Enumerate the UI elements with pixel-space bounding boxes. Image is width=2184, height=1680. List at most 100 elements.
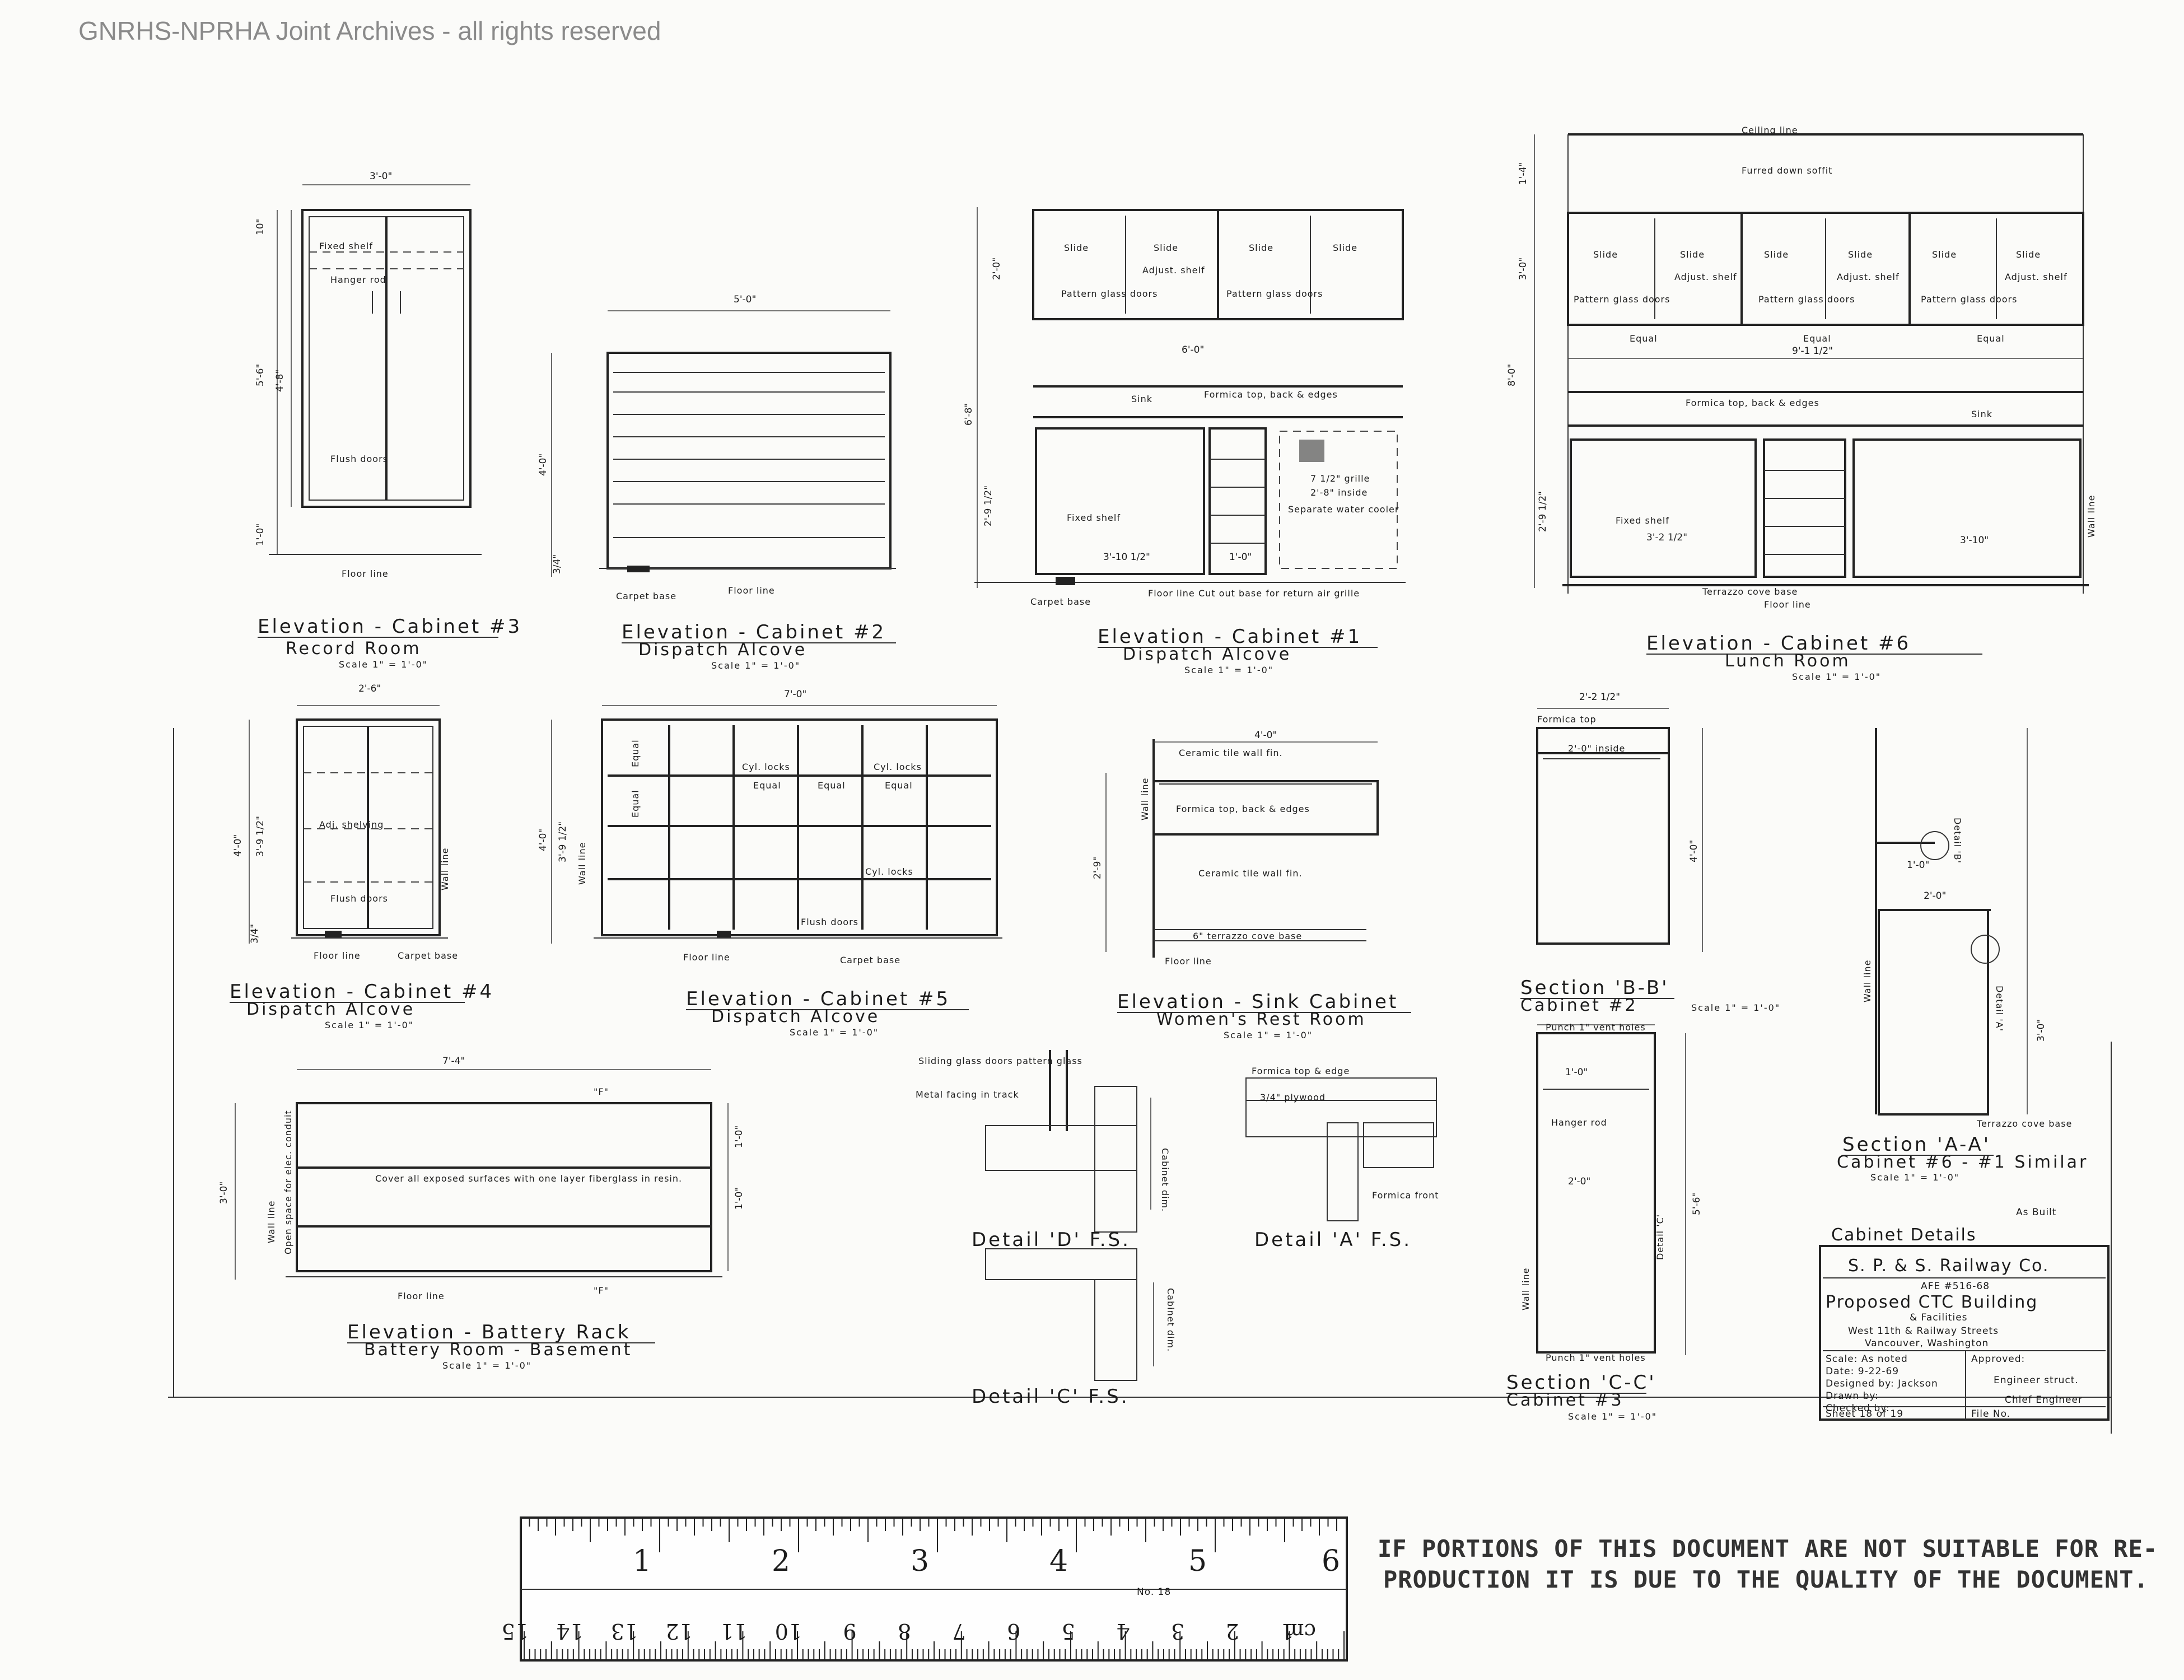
tb-project-2: & Facilities xyxy=(1910,1312,1968,1323)
cm-ticks xyxy=(524,1631,1345,1659)
ruler-inch-2: 2 xyxy=(772,1544,790,1578)
tb-drawn: Drawn by: xyxy=(1826,1390,1879,1402)
cab5-title: Elevation - Cabinet #5 xyxy=(686,988,950,1010)
detD-note-sliding-doors: Sliding glass doors pattern glass xyxy=(918,1056,1082,1066)
cab4-note-carpet-base: Carpet base xyxy=(398,950,458,961)
cab1-dim-overall: 6'-8" xyxy=(963,403,974,426)
cab6-dim-left: 3'-2 1/2" xyxy=(1646,532,1687,543)
cab4-dim-base: 3/4" xyxy=(249,924,260,944)
sink-note-tile-upper: Ceramic tile wall fin. xyxy=(1179,748,1283,758)
section-b-b: 2'-2 1/2" 4'-0" Formica top 2'-0" inside… xyxy=(1520,692,1779,1015)
bat-note-floor-line: Floor line xyxy=(398,1291,445,1301)
elevation-cabinet-3: 3'-0" 10" 5'-6" 4'-8" 1'-0" Fixed shelf … xyxy=(255,171,520,670)
cab6-scale: Scale 1" = 1'-0" xyxy=(1792,671,1881,682)
ruler-cm-label: 3 xyxy=(1171,1619,1184,1644)
cab6-dim-soffit: 1'-4" xyxy=(1518,162,1529,185)
cab1-note-glass-doors-1: Pattern glass doors xyxy=(1061,288,1158,299)
sink-title: Elevation - Sink Cabinet xyxy=(1117,991,1398,1013)
cab1-note-return-air: Cut out base for return air grille xyxy=(1198,588,1360,599)
cab2-note-carpet-base: Carpet base xyxy=(616,591,676,601)
cab1-note-fixed-shelf: Fixed shelf xyxy=(1067,512,1121,523)
tb-sheet-title: Cabinet Details xyxy=(1831,1225,1976,1245)
cab1-dim-drawer: 1'-0" xyxy=(1229,552,1252,563)
title-block: As Built Cabinet Details S. P. & S. Rail… xyxy=(1819,1207,2110,1421)
cab3-dim-base: 1'-0" xyxy=(255,524,266,546)
cab1-note-slide-3: Slide xyxy=(1249,242,1273,253)
sink-dim-width: 4'-0" xyxy=(1254,730,1277,741)
cab6-note-soffit: Furred down soffit xyxy=(1742,165,1832,176)
cab6-dim-base: 2'-9 1/2" xyxy=(1537,491,1548,532)
bat-note-wall-line: Wall line xyxy=(266,1201,277,1243)
cab5-note-cyl-locks-1: Cyl. locks xyxy=(742,762,790,772)
ruler-cm-label: 4 xyxy=(1116,1619,1130,1644)
detail-c: Cabinet dim. Detail 'C' F.S. xyxy=(972,1248,1176,1408)
cab1-dim-width: 6'-0" xyxy=(1182,344,1204,356)
secCC-note-vent-bottom: Punch 1" vent holes xyxy=(1546,1352,1646,1363)
ruler-inch-4: 4 xyxy=(1049,1544,1068,1578)
sink-scale: Scale 1" = 1'-0" xyxy=(1224,1030,1313,1040)
cab4-title: Elevation - Cabinet #4 xyxy=(230,981,494,1003)
cab1-subtitle: Dispatch Alcove xyxy=(1123,645,1291,664)
bat-note-fiberglass: Cover all exposed surfaces with one laye… xyxy=(375,1173,682,1184)
cab3-dim-inner: 4'-8" xyxy=(274,370,286,392)
cab6-dim-right: 3'-10" xyxy=(1960,535,1989,546)
cab1-dim-door: 3'-10 1/2" xyxy=(1103,552,1150,563)
cab2-scale: Scale 1" = 1'-0" xyxy=(711,660,800,671)
cab5-note-equal-5: Equal xyxy=(885,780,913,791)
cab6-note-equal-3: Equal xyxy=(1977,333,2005,344)
cab2-dim-base: 3/4" xyxy=(552,554,563,574)
cab1-note-slide-4: Slide xyxy=(1333,242,1357,253)
archive-watermark: GNRHS-NPRHA Joint Archives - all rights … xyxy=(78,16,661,45)
cab2-note-floor-line: Floor line xyxy=(728,585,775,596)
stamp-line-2: PRODUCTION IT IS DUE TO THE QUALITY OF T… xyxy=(1383,1566,2149,1593)
cab1-note-slide-2: Slide xyxy=(1154,242,1178,253)
cab4-subtitle: Dispatch Alcove xyxy=(246,1000,415,1019)
cab1-title: Elevation - Cabinet #1 xyxy=(1098,626,1362,648)
cab5-note-equal-3: Equal xyxy=(753,780,781,791)
cab1-note-water-cooler: Separate water cooler xyxy=(1288,504,1399,515)
detD-title: Detail 'D' F.S. xyxy=(972,1229,1131,1251)
ruler-cm-label: 2 xyxy=(1226,1619,1239,1644)
bat-dim-width: 7'-4" xyxy=(442,1056,465,1067)
tb-chief-engineer: Chief Engineer xyxy=(2005,1394,2083,1406)
secAA-dim-height: 3'-0" xyxy=(2036,1019,2047,1042)
cab2-subtitle: Dispatch Alcove xyxy=(638,640,807,660)
cab5-note-cyl-locks-2: Cyl. locks xyxy=(874,762,922,772)
cab6-note-slide-1: Slide xyxy=(1593,249,1618,260)
cab5-note-equal-1: Equal xyxy=(630,739,641,767)
cab1-note-inside: 2'-8" inside xyxy=(1310,487,1368,498)
secAA-note-wall-line: Wall line xyxy=(1862,960,1873,1002)
detC-title: Detail 'C' F.S. xyxy=(972,1385,1130,1408)
cab2-dim-height: 4'-0" xyxy=(538,454,549,476)
bat-title: Elevation - Battery Rack xyxy=(347,1321,631,1343)
detail-a: Formica top & edge 3/4" plywood Formica … xyxy=(1245,1066,1439,1251)
cab5-note-carpet-base: Carpet base xyxy=(840,955,900,965)
cab4-note-flush-doors: Flush doors xyxy=(330,893,388,904)
cab5-note-equal-4: Equal xyxy=(818,780,846,791)
reproduction-stamp: IF PORTIONS OF THIS DOCUMENT ARE NOT SUI… xyxy=(1378,1535,2157,1593)
cab1-note-floor-line: Floor line xyxy=(1148,588,1195,599)
detA-note-formica-top: Formica top & edge xyxy=(1252,1066,1350,1076)
cab5-note-flush-doors: Flush doors xyxy=(801,917,858,927)
cab1-note-adjust-shelf: Adjust. shelf xyxy=(1142,265,1205,276)
cab6-note-ceiling: Ceiling line xyxy=(1742,125,1798,136)
cab6-note-floor-line: Floor line xyxy=(1764,599,1811,610)
cab3-dim-width: 3'-0" xyxy=(370,171,392,182)
cab6-note-slide-2: Slide xyxy=(1680,249,1705,260)
secAA-note-detail-a: Detail 'A' xyxy=(1994,986,2005,1032)
secBB-note-inside: 2'-0" inside xyxy=(1568,743,1625,754)
cab5-note-cyl-locks-3: Cyl. locks xyxy=(865,866,913,877)
cab1-note-carpet-base: Carpet base xyxy=(1030,596,1091,607)
tb-engineer-struct: Engineer struct. xyxy=(1994,1375,2079,1386)
sink-note-cove-base: 6" terrazzo cove base xyxy=(1193,931,1302,941)
ruler-cm-label: 15 xyxy=(502,1619,529,1644)
secCC-dim-upper: 1'-0" xyxy=(1565,1067,1588,1078)
cab4-dim-inner: 3'-9 1/2" xyxy=(255,816,266,857)
elevation-cabinet-5: 7'-0" 4'-0" 3'-9 1/2" Equal Equal Equal … xyxy=(538,689,1002,1038)
secBB-title: Section 'B-B' xyxy=(1520,977,1669,999)
tb-location-2: Vancouver, Washington xyxy=(1865,1338,1989,1349)
bat-subtitle: Battery Room - Basement xyxy=(364,1340,632,1360)
elevation-battery-rack: 7'-4" 3'-0" 1'-0" 1'-0" Cover all expose… xyxy=(218,1056,745,1371)
cab6-note-equal-1: Equal xyxy=(1630,333,1658,344)
